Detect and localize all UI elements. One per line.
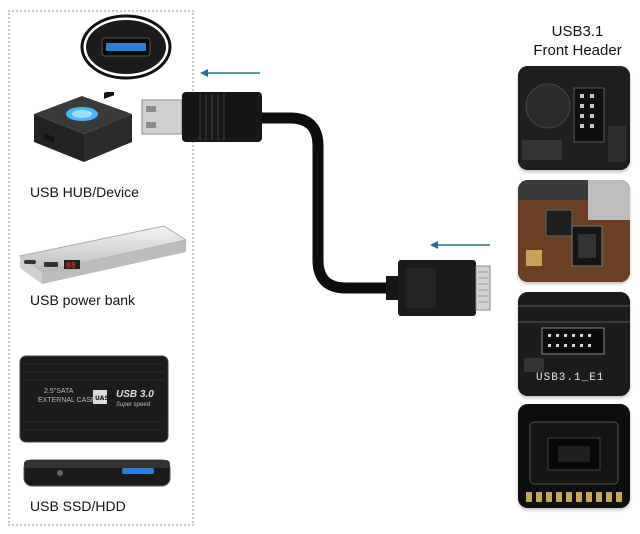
power-bank-label: USB power bank	[30, 292, 136, 308]
header-title-line2: Front Header	[533, 42, 622, 59]
ssd-enclosure-image: UASP	[18, 352, 170, 446]
header-photo-2	[518, 180, 630, 282]
usb-hub-image	[24, 78, 134, 164]
arrow-left-icon	[428, 238, 492, 252]
devices-frame	[8, 10, 194, 526]
arrow-left-icon	[198, 66, 262, 80]
board-label: USB3.1_E1	[536, 372, 605, 384]
case-label-line2: EXTERNAL CASE	[38, 397, 96, 404]
hub-label: USB HUB/Device	[30, 184, 139, 200]
header-photo-1	[518, 66, 630, 170]
usb-port-closeup	[80, 14, 172, 80]
svg-text:UASP: UASP	[95, 395, 114, 402]
header-title-line1: USB3.1	[551, 23, 604, 40]
header-photo-3	[518, 292, 630, 396]
svg-text:88: 88	[66, 261, 76, 270]
power-bank-image: 88	[14, 222, 190, 288]
ssd-label: USB SSD/HDD	[30, 498, 126, 514]
usb-cable-image	[140, 80, 510, 320]
case-label-line1: 2.5"SATA	[44, 388, 74, 395]
header-photo-4	[518, 404, 630, 508]
usb3-brand-label: USB 3.0	[116, 389, 154, 400]
super-speed-label: Super speed	[116, 402, 151, 408]
ssd-drive-image	[22, 456, 172, 490]
